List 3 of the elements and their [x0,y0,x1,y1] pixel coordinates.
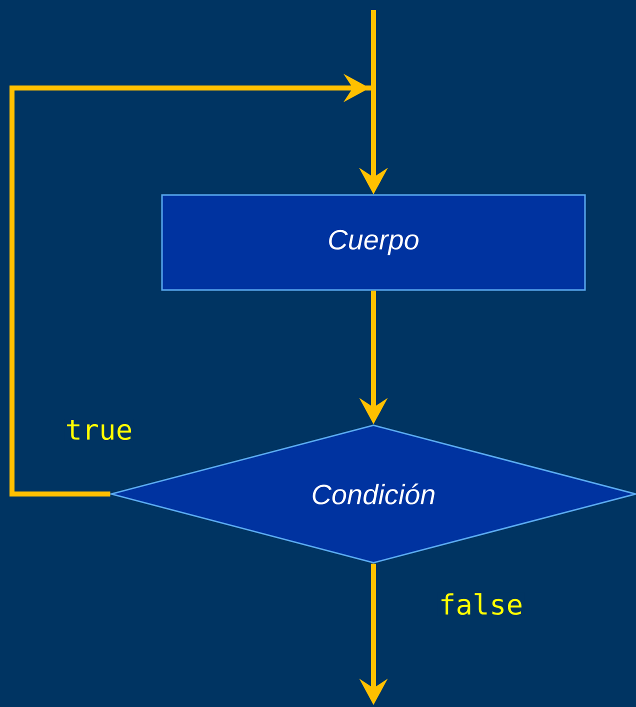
process-box: Cuerpo [161,194,586,291]
arrow [10,74,388,496]
edge-label: false [438,592,524,616]
